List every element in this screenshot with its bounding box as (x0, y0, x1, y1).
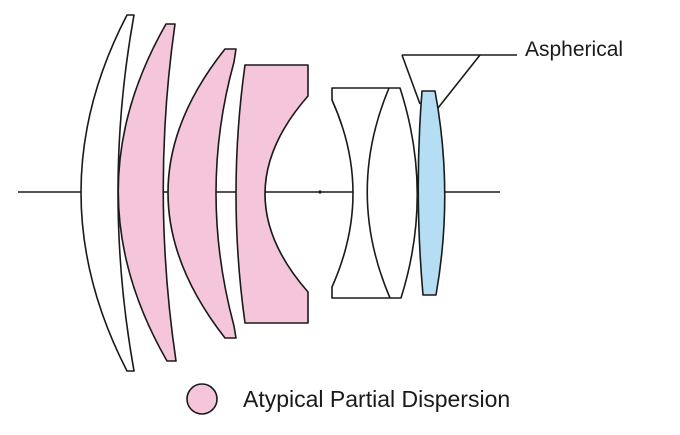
lens-element-4 (235, 64, 309, 324)
lens-element-3 (167, 48, 237, 339)
aspherical-label: Aspherical (525, 38, 624, 61)
legend-label: Atypical Partial Dispersion (243, 386, 511, 412)
lens-element-6-aspherical (417, 90, 446, 296)
lens-element-5-doublet (331, 87, 419, 299)
doublet-cement-surface (366, 87, 391, 299)
lens-element-2 (117, 23, 177, 362)
axis-dot (318, 190, 322, 194)
legend-swatch-icon (186, 383, 218, 415)
lens-element-1 (80, 14, 135, 372)
aspherical-leader-lines (401, 54, 517, 109)
